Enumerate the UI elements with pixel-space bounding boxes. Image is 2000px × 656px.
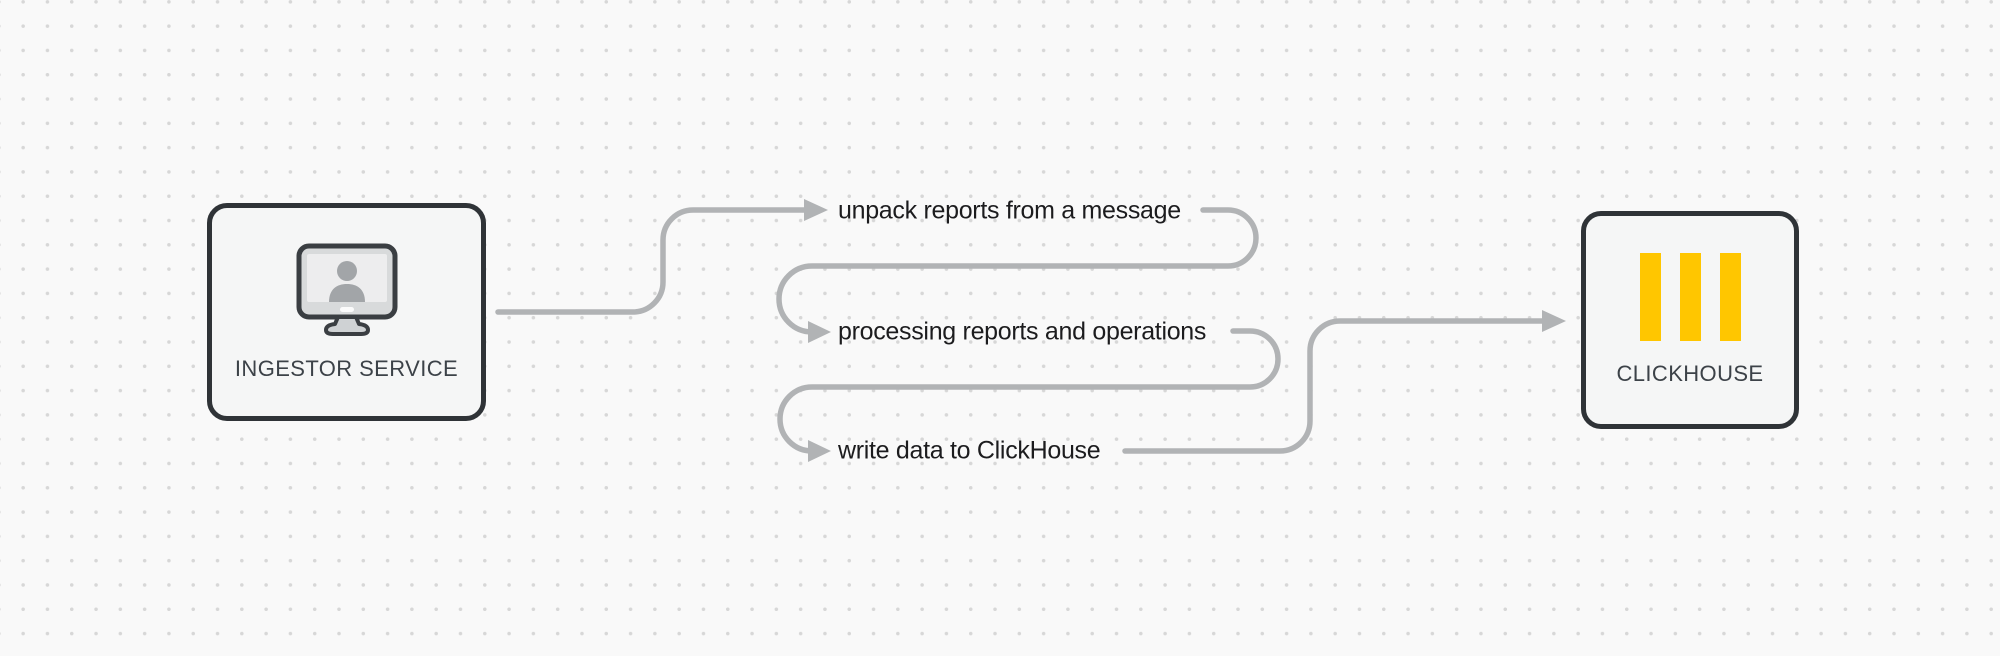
step-label-write-data: write data to ClickHouse — [838, 436, 1101, 465]
node-ingestor-service[interactable]: INGESTOR SERVICE — [207, 203, 486, 421]
arrowhead-icon — [808, 321, 831, 343]
node-clickhouse[interactable]: CLICKHOUSE — [1581, 211, 1799, 429]
node-label-clickhouse: CLICKHOUSE — [1616, 361, 1764, 386]
arrowhead-icon — [808, 440, 831, 462]
node-label-ingestor: INGESTOR SERVICE — [234, 355, 459, 381]
connector-step1-to-step2 — [776, 207, 1259, 335]
arrowhead-icon — [1542, 310, 1566, 332]
clickhouse-bars-icon — [1639, 253, 1741, 341]
arrowhead-icon — [804, 199, 828, 221]
connector-ingestor-to-step1 — [495, 207, 807, 315]
connector-step2-to-step3 — [777, 328, 1281, 454]
connector-step3-to-clickhouse — [1122, 318, 1545, 454]
step-label-processing-reports: processing reports and operations — [838, 317, 1207, 346]
monitor-user-icon — [296, 243, 397, 336]
step-label-unpack-reports: unpack reports from a message — [838, 196, 1181, 225]
